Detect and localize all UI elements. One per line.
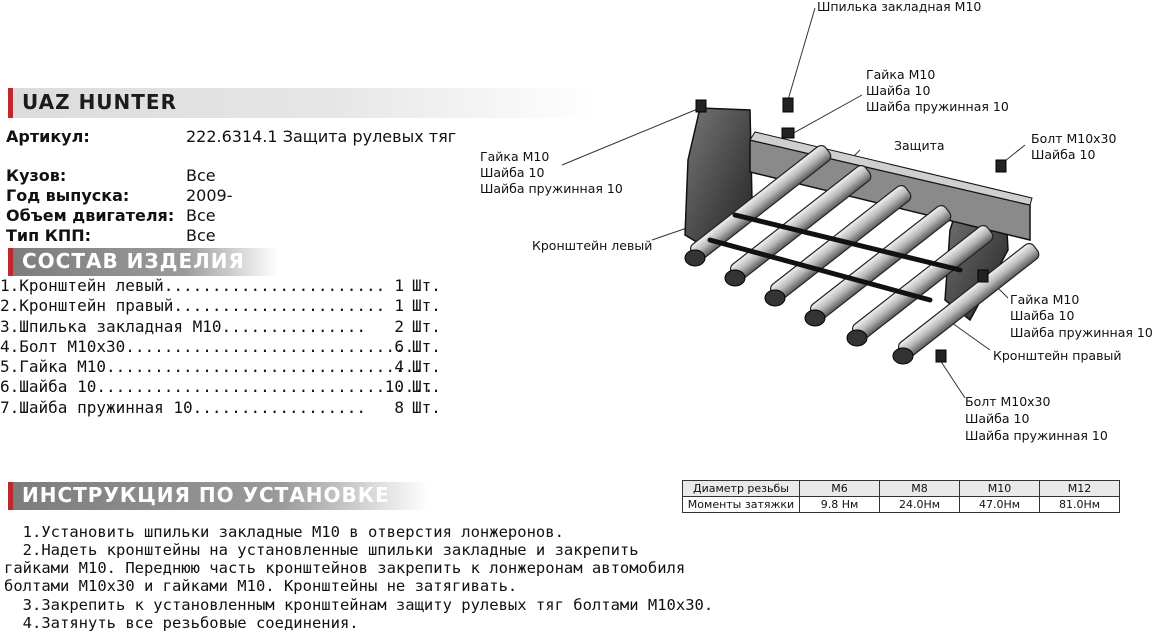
table-cell: М12: [1039, 480, 1120, 497]
torque-table: Диаметр резьбы М6 М8 М10 М12 Моменты зат…: [682, 480, 1120, 513]
spec-value-year: 2009-: [186, 186, 233, 205]
instruction-line: болтами М10x30 и гайками М10. Кронштейны…: [4, 577, 518, 595]
item-unit: Шт.: [412, 377, 441, 396]
label-left-spring-washer: Шайба пружинная 10: [480, 181, 623, 196]
label-top-right-washer: Шайба 10: [1031, 147, 1096, 162]
item-unit: Шт.: [412, 357, 441, 376]
label-guard: Защита: [894, 138, 945, 153]
instruction-line: 4.Затянуть все резьбовые соединения.: [4, 614, 359, 632]
table-cell: 81.0Нм: [1039, 496, 1120, 513]
list-item: 5.Гайка М10.............................…: [0, 357, 424, 376]
item-unit: Шт.: [412, 276, 441, 295]
label-top-nut: Гайка М10: [866, 67, 936, 82]
label-bracket-left: Кронштейн левый: [532, 238, 653, 253]
item-qty: 6: [394, 337, 404, 356]
spec-value-gearbox: Все: [186, 226, 216, 245]
label-bottom-spring-washer: Шайба пружинная 10: [965, 428, 1108, 443]
table-cell: М6: [799, 480, 880, 497]
instructions-header-bar: ИНСТРУКЦИЯ ПО УСТАНОВКЕ: [8, 482, 428, 510]
guard-straps: [707, 212, 963, 303]
instruction-line: 3.Закрепить к установленным кронштейнам …: [4, 596, 714, 614]
spec-value-engine: Все: [186, 206, 216, 225]
label-top-washer: Шайба 10: [866, 83, 931, 98]
composition-header-bar: СОСТАВ ИЗДЕЛИЯ: [8, 248, 278, 276]
table-cell: 24.0Нм: [879, 496, 960, 513]
item-unit: Шт.: [412, 398, 441, 417]
item-qty: 10: [384, 377, 404, 396]
list-item: 7.Шайба пружинная 10..................: [0, 398, 367, 417]
stud-icon: [782, 97, 794, 113]
item-unit: Шт.: [412, 337, 441, 356]
nut-icon: [781, 127, 795, 139]
label-top-spring-washer: Шайба пружинная 10: [866, 99, 1009, 114]
nut-icon: [977, 269, 989, 283]
list-item: 4.Болт М10x30...........................…: [0, 337, 415, 356]
item-qty: 2: [394, 317, 404, 336]
spec-key-engine: Объем двигателя:: [6, 206, 175, 225]
instructions-accent: [8, 482, 13, 510]
table-cell: Диаметр резьбы: [682, 480, 800, 497]
model-title: UAZ HUNTER: [22, 90, 177, 114]
label-right-nut: Гайка М10: [1010, 292, 1080, 307]
item-qty: 4: [394, 357, 404, 376]
composition-accent: [8, 248, 13, 276]
guard-assembly-diagram: [561, 7, 1040, 399]
table-cell: М10: [959, 480, 1040, 497]
instruction-line: 1.Установить шпильки закладные М10 в отв…: [4, 523, 564, 541]
instruction-line: гайками М10. Переднюю часть кронштейнов …: [4, 559, 686, 577]
header-accent: [8, 88, 13, 118]
instructions-title: ИНСТРУКЦИЯ ПО УСТАНОВКЕ: [22, 483, 390, 507]
list-item: 6.Шайба 10..............................…: [0, 377, 434, 396]
bolt-icon: [935, 349, 947, 363]
table-cell: 9.8 Нм: [799, 496, 880, 513]
composition-title: СОСТАВ ИЗДЕЛИЯ: [22, 249, 245, 273]
label-bottom-washer: Шайба 10: [965, 411, 1030, 426]
spec-key-body: Кузов:: [6, 166, 67, 185]
table-cell: 47.0Нм: [959, 496, 1040, 513]
item-unit: Шт.: [412, 317, 441, 336]
table-row: Моменты затяжки 9.8 Нм 24.0Нм 47.0Нм 81.…: [682, 496, 1120, 513]
label-bracket-right: Кронштейн правый: [993, 348, 1122, 363]
item-qty: 1: [394, 276, 404, 295]
list-item: 2.Кронштейн правый......................: [0, 296, 386, 315]
tube-ends: [684, 249, 914, 365]
item-unit: Шт.: [412, 296, 441, 315]
list-item: 3.Шпилька закладная М10...............: [0, 317, 367, 336]
fasteners: [695, 97, 1007, 363]
bolt-icon: [995, 159, 1007, 173]
instruction-line: 2.Надеть кронштейны на установленные шпи…: [4, 541, 639, 559]
label-right-spring-washer: Шайба пружинная 10: [1010, 325, 1153, 340]
item-qty: 1: [394, 296, 404, 315]
spec-key-year: Год выпуска:: [6, 186, 130, 205]
spec-key-article: Артикул:: [6, 127, 90, 146]
table-cell: М8: [879, 480, 960, 497]
spec-value-article: 222.6314.1 Защита рулевых тяг: [186, 127, 457, 146]
spec-value-body: Все: [186, 166, 216, 185]
model-header-bar: UAZ HUNTER: [8, 88, 598, 118]
label-left-nut: Гайка М10: [480, 149, 550, 164]
table-row: Диаметр резьбы М6 М8 М10 М12: [682, 480, 1120, 497]
item-qty: 8: [394, 398, 404, 417]
table-cell: Моменты затяжки: [682, 496, 800, 513]
label-top-right-bolt: Болт М10x30: [1031, 131, 1117, 146]
label-stud: Шпилька закладная М10: [817, 0, 982, 14]
list-item: 1.Кронштейн левый.......................: [0, 276, 386, 295]
label-left-washer: Шайба 10: [480, 165, 545, 180]
label-bottom-bolt: Болт М10x30: [965, 394, 1051, 409]
label-right-washer: Шайба 10: [1010, 308, 1075, 323]
nut-icon: [695, 99, 707, 113]
spec-key-gearbox: Тип КПП:: [6, 226, 92, 245]
